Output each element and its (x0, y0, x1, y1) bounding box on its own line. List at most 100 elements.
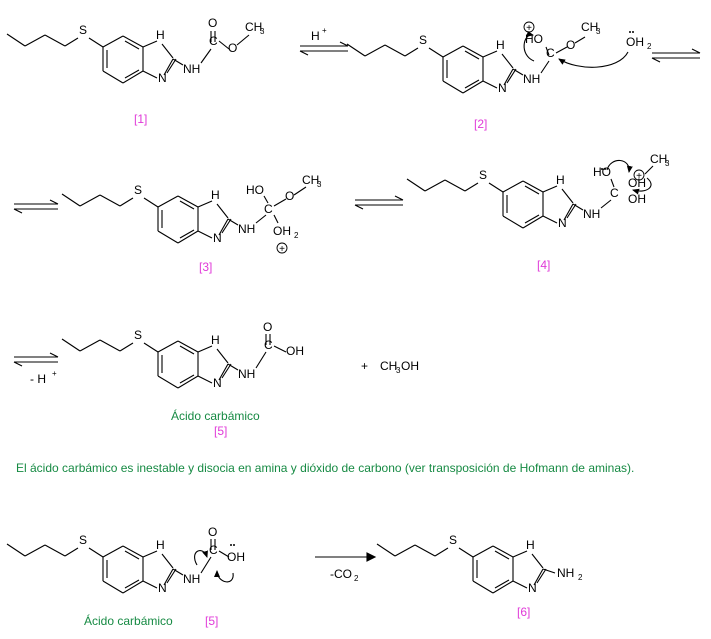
equilibrium-arrow-3-forward-head (49, 199, 59, 205)
sulfur-atom: S (79, 533, 87, 547)
ring-bond (531, 553, 544, 569)
bond (236, 34, 250, 46)
oxygen-atom: O (263, 320, 272, 334)
ring-bond (472, 545, 494, 558)
ring-bond (462, 45, 484, 58)
ring-bond (177, 375, 199, 389)
methanol-label: CH (380, 359, 397, 373)
benzimidazole-core-c4 (406, 178, 577, 229)
label-compound-5: [5] (214, 424, 228, 438)
chain-bond (414, 544, 436, 557)
hydrogen-atom: H (211, 188, 220, 202)
benzimidazole-core-c3 (61, 193, 232, 244)
chain-bond (488, 182, 504, 193)
benzimidazole-core-c6 (376, 543, 547, 594)
subscript: 3 (317, 180, 322, 189)
benzimidazole-core-c1 (6, 33, 177, 84)
ring-double-bond (221, 363, 232, 379)
chain-bond (61, 193, 81, 207)
chain-bond (406, 178, 426, 192)
water-molecule: OH (626, 35, 644, 49)
methyl-group: CH (302, 173, 319, 187)
positive-charge-oxygen (633, 169, 645, 181)
chain-bond (88, 547, 104, 558)
label-compound-4: [4] (537, 258, 551, 272)
ring-bond (501, 53, 514, 69)
hydrogen-atom: H (156, 538, 165, 552)
ring-bond (522, 215, 544, 229)
chain-bond (24, 544, 46, 557)
ring-bond (542, 215, 558, 224)
ring-bond (462, 80, 484, 94)
curved-arrow-nucleophile (558, 51, 629, 68)
ring-bond (163, 568, 174, 586)
chain-bond (424, 179, 446, 192)
bond (540, 60, 550, 74)
carbon-atom: C (209, 34, 218, 48)
subscript: 2 (294, 231, 299, 240)
chain-bond (64, 547, 79, 557)
hydroxyl-label: OH (286, 344, 304, 358)
ring-bond (442, 80, 464, 94)
ring-bond (102, 580, 124, 594)
label-compound-1: [1] (134, 112, 148, 126)
ring-bond (157, 195, 179, 208)
ring-bond (503, 68, 514, 86)
ring-double-bond (566, 203, 577, 219)
positive-charge-oxygen (523, 21, 535, 33)
bond (273, 198, 287, 207)
bond (293, 186, 307, 196)
bond (200, 48, 212, 64)
nh-group: NH (183, 62, 200, 76)
ring-bond (122, 580, 144, 594)
chain-bond (464, 182, 479, 192)
equilibrium-arrow-5-reverse-head (13, 361, 23, 367)
ring-double-bond (494, 579, 510, 589)
bond (610, 178, 615, 188)
ring-bond (442, 45, 464, 58)
ring-bond (157, 375, 179, 389)
nh-group: NH (583, 207, 600, 221)
chain-bond (119, 197, 134, 207)
label-compound-6: [6] (517, 605, 531, 619)
hydrogen-atom: H (496, 38, 505, 52)
curved-arrow (523, 30, 535, 62)
sulfur-atom: S (134, 328, 142, 342)
ring-bond (157, 230, 179, 244)
chain-bond (64, 37, 79, 47)
nitrogen-atom: N (158, 71, 167, 85)
chain-bond (44, 544, 66, 557)
ring-bond (218, 363, 229, 381)
hydroxyl-label: OH (628, 192, 646, 206)
bond (200, 556, 212, 574)
chain-bond (44, 34, 66, 47)
subscript: 2 (647, 42, 652, 51)
methyl-group: CH (245, 20, 262, 34)
charge-sign: + (636, 171, 642, 182)
ring-bond (512, 580, 528, 589)
ring-bond (472, 580, 494, 594)
benzimidazole-core-c2 (346, 43, 517, 94)
ring-bond (142, 70, 158, 79)
chain-bond (394, 544, 416, 557)
ring-bond (482, 50, 498, 58)
hydrogen-atom: H (556, 173, 565, 187)
hydrogen-atom: H (211, 333, 220, 347)
carbon-atom: C (209, 543, 218, 557)
ring-double-bond (536, 568, 547, 584)
oxygen-atom: O (285, 189, 294, 203)
water-ligand: OH (273, 224, 291, 238)
ring-bond (161, 43, 174, 59)
chain-bond (434, 547, 449, 557)
ring-bond (502, 215, 524, 229)
ring-double-bond (166, 568, 177, 584)
chain-bond (6, 33, 26, 47)
ring-bond (197, 375, 213, 384)
bond (600, 199, 612, 209)
ring-bond (122, 545, 144, 558)
ring-bond (482, 80, 498, 89)
chain-bond (6, 543, 26, 557)
ring-double-bond (124, 40, 140, 50)
curved-arrow (214, 570, 234, 583)
